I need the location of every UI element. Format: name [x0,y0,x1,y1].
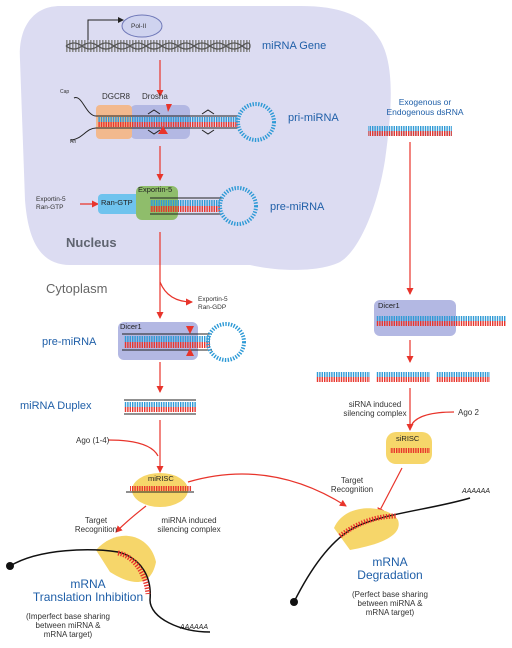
cap-label: Cap [60,89,70,95]
nucleus-title: Nucleus [66,235,117,250]
pre-mirna-loop-cyto [206,322,246,362]
mirisc-desc-1: miRNA induced [161,516,217,525]
arrow-mirisc-to-translation [115,505,147,533]
ago-label: Ago (1-4) [76,436,110,445]
target-recognition-right-1: Target [340,476,364,485]
pol-ii-label: Pol-II [131,23,147,30]
degradation-note-1: (Perfect base sharing [351,590,429,599]
arrow-ago-in [107,439,159,457]
transcription-start-arrow [87,19,120,40]
pre-mirna-cyto-label: pre-miRNA [42,336,97,348]
drosha-label: Drosha [142,92,168,101]
polya-tail-right: AAAAAA [462,488,491,495]
sirna-fragments [316,372,490,382]
translation-note-2: between miRNA & [35,621,101,630]
polya-label: An [70,139,77,145]
sirna-desc-2: silencing complex [343,409,407,418]
translation-note-3: mRNA target) [43,630,93,639]
ran-gtp-label: Ran-GTP [101,198,133,207]
mirisc-desc-2: silencing complex [157,525,221,534]
target-recognition-left-1: Target [84,516,108,525]
mirisc-label: miRISC [148,474,174,483]
arrow-sirisc-to-target [377,467,403,515]
mirna-gene-label: miRNA Gene [262,40,327,52]
degradation-target-glow [334,508,399,550]
ran-gdp-label-2: Ran-GDP [198,304,227,311]
target-recognition-left-2: Recognition [74,525,118,534]
dicer1-sirna-label: Dicer1 [378,301,400,310]
degradation-title-2: Degradation [357,568,423,582]
pol-ii-enzyme [121,14,163,38]
arrow-ago2-in [411,411,455,425]
pri-mirna-strand-top [73,97,238,117]
pre-mirna-loop-nucleus [218,186,258,226]
translation-note-1: (Imperfect base sharing [25,612,111,621]
translation-title-2: Translation Inhibition [32,590,144,604]
mirna-duplex-label: miRNA Duplex [20,400,92,412]
degradation-note-2: between miRNA & [357,599,423,608]
dna-helix [65,40,251,52]
ago2-label: Ago 2 [458,408,479,417]
ran-gtp-box [98,194,140,214]
exogenous-label-1: Exogenous or [398,97,452,107]
exportin-ran-label-1: Exportin-5 [36,196,66,203]
cytoplasm-title: Cytoplasm [46,281,108,296]
target-recognition-right-2: Recognition [330,485,374,494]
pri-mirna-strand-bottom [69,127,238,141]
polya-tail-left: AAAAAA [180,624,209,631]
pri-mirna-label: pri-miRNA [288,112,339,124]
pri-mirna-loop [236,102,276,142]
arrow-ran-gdp-out [159,281,193,306]
mirna-duplex [124,399,196,415]
arrow-mirisc-to-degradation [187,473,347,507]
dicer1-cyto-label: Dicer1 [120,322,142,331]
sirna-desc-1: siRNA induced [348,400,402,409]
degradation-title-1: mRNA [372,555,408,569]
exportin-ran-label-2: Ran-GTP [36,204,64,211]
sirisc-label: siRISC [396,434,420,443]
exogenous-label-2: Endogenous dsRNA [386,107,464,117]
degradation-note-3: mRNA target) [365,608,415,617]
mrna-cap-left [6,562,14,570]
translation-title-1: mRNA [70,577,106,591]
ran-gdp-label-1: Exportin-5 [198,296,228,303]
drosha-cut-marker [158,126,168,134]
exportin5-label: Exportin-5 [138,185,173,194]
translation-target-glow [96,535,156,582]
mrna-strand-left [9,549,211,633]
pre-mirna-nucleus-label: pre-miRNA [270,201,325,213]
dgcr8-label: DGCR8 [102,92,131,101]
mrna-cap-right [290,598,298,606]
